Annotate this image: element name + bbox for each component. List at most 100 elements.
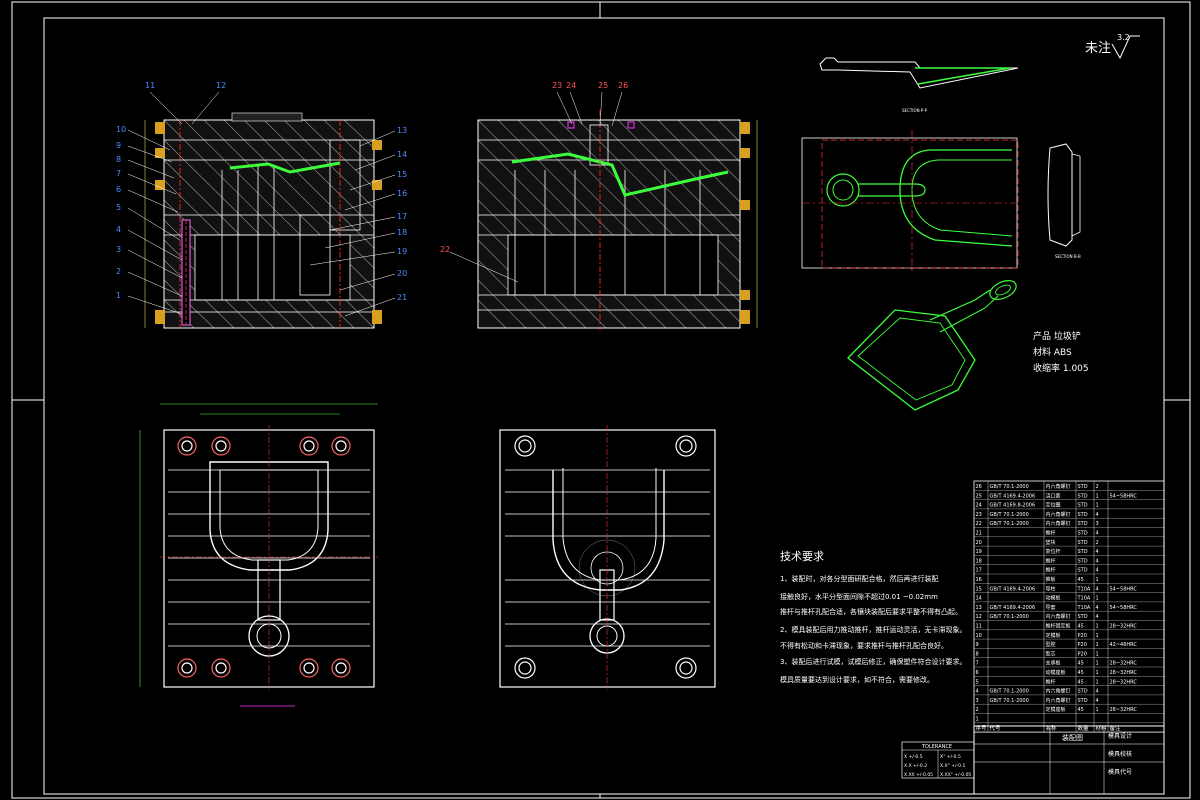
bom-cell: 45	[1078, 670, 1084, 676]
bom-cell: 1	[1096, 633, 1099, 639]
bom-cell: 8	[976, 651, 979, 657]
material: 材料 ABS	[1033, 346, 1072, 358]
bom-cell: 2	[976, 707, 979, 713]
part-end-view: SECTION B-B	[1047, 143, 1081, 259]
bom-cell: 45	[1078, 707, 1084, 713]
bom-cell: 42~46HRC	[1110, 642, 1138, 648]
bom-cell: GB/T 4169.4-2006	[990, 605, 1036, 611]
bom-cell: 18	[976, 558, 982, 564]
bom-cell: 4	[1096, 605, 1099, 611]
tech-heading: 技术要求	[780, 550, 824, 563]
callouts-left-view: 11 12 10 9 8 7 6 5 4 3 2 1 13 14 15 16 1…	[116, 81, 407, 302]
bom-cell: 动模板	[1046, 595, 1061, 602]
tol-r2-c1: X.X +/-0.2	[904, 763, 927, 769]
part-cavity-outline-2	[511, 152, 729, 197]
callouts-right-view: 23 24 25 26 22	[440, 81, 628, 254]
callout-8: 8	[116, 155, 121, 164]
bom-cell: 45	[1078, 577, 1084, 583]
callout-11: 11	[145, 81, 155, 90]
bom-cell: 19	[976, 549, 982, 555]
tech-line-6: 3、装配后进行试模，试模后修正，确保塑件符合设计要求。	[780, 657, 966, 666]
bom-cell: 1	[1096, 596, 1099, 602]
bom-cell: STD	[1078, 689, 1088, 695]
bom-cell: STD	[1078, 503, 1088, 509]
cavity-plate-plan-view	[499, 425, 716, 690]
roughness-symbol-icon	[1111, 35, 1140, 60]
section-label-b: SECTION B-B	[1055, 254, 1081, 259]
callout-9: 9	[116, 141, 121, 150]
bom-cell: P20	[1078, 633, 1087, 639]
bom-cell: P20	[1078, 642, 1087, 648]
bom-cell: GB/T 70.1-2000	[990, 512, 1029, 518]
bom-cell: 垫块	[1046, 539, 1056, 546]
bom-cell: 45	[1078, 679, 1084, 685]
bom-cell: STD	[1078, 568, 1088, 574]
bom-cell: STD	[1078, 512, 1088, 518]
bom-cell: 型腔	[1046, 641, 1056, 648]
callout-13: 13	[397, 126, 407, 135]
bom-cell: STD	[1078, 531, 1088, 537]
section-label-a: SECTION P-P	[902, 108, 928, 113]
bom-cell: 28~32HRC	[1110, 661, 1138, 667]
tolerance-header: TOLERANCE	[921, 744, 952, 750]
bom-cell: STD	[1078, 540, 1088, 546]
callout-19: 19	[397, 247, 407, 256]
bom-header-cell: 代号	[990, 724, 1002, 732]
bom-cell: 4	[1096, 549, 1099, 555]
callout-26: 26	[618, 81, 628, 90]
bom-cell: 4	[1096, 568, 1099, 574]
bom-cell: 4	[1096, 531, 1099, 537]
tech-line-1: 1、装配时，对各分型面研配合格，然后再进行装配	[780, 574, 938, 583]
bom-cell: STD	[1078, 484, 1088, 490]
bom-cell: STD	[1078, 614, 1088, 620]
bom-cell: 2	[1096, 540, 1099, 546]
callout-4: 4	[116, 225, 121, 234]
bom-cell: 54~58HRC	[1110, 605, 1138, 611]
bom-cell: 2	[1096, 484, 1099, 490]
bom-cell: P20	[1078, 651, 1087, 657]
bom-cell: 推杆固定板	[1046, 623, 1071, 630]
callout-21: 21	[397, 293, 407, 302]
bom-cell: 4	[1096, 586, 1099, 592]
bom-cell: 推杆	[1046, 557, 1056, 564]
bom-cell: 13	[976, 605, 982, 611]
bom-cell: 动模座板	[1046, 669, 1066, 676]
designer-row: 模具设计	[1108, 732, 1132, 740]
callout-22: 22	[440, 245, 450, 254]
part-top-view	[801, 130, 1019, 272]
bom-cell: 12	[976, 614, 982, 620]
side-section-view	[477, 110, 758, 330]
bom-cell: 3	[976, 698, 979, 704]
main-section-view	[144, 112, 382, 329]
bom-cell: 14	[976, 596, 982, 602]
bom-cell: 22	[976, 521, 982, 527]
bom-cell: 内六角螺钉	[1046, 688, 1071, 695]
bom-cell: 28~32HRC	[1110, 707, 1138, 713]
tol-r3-c1: X.XX +/-0.05	[904, 772, 933, 778]
bom-cell: 支承板	[1046, 660, 1061, 667]
callout-2: 2	[116, 267, 121, 276]
bom-cell: STD	[1078, 558, 1088, 564]
bom-cell: GB/T 70.1-2000	[990, 484, 1029, 490]
bom-cell: STD	[1078, 493, 1088, 499]
callout-20: 20	[397, 269, 407, 278]
bom-cell: GB/T 70.1-2000	[990, 689, 1029, 695]
bom-cell: 4	[1096, 614, 1099, 620]
bom-cell: 1	[1096, 642, 1099, 648]
bom-cell: 1	[1096, 577, 1099, 583]
bom-cell: 复位杆	[1046, 548, 1061, 555]
callout-1: 1	[116, 291, 121, 300]
bom-cell: 内六角螺钉	[1046, 520, 1071, 527]
callout-15: 15	[397, 170, 407, 179]
part-side-profile: SECTION P-P	[819, 57, 1019, 113]
bom-cell: 推杆	[1046, 678, 1056, 685]
bom-cell: GB/T 70.1-2000	[990, 521, 1029, 527]
bom-cell: 45	[1078, 661, 1084, 667]
bom-cell: STD	[1078, 549, 1088, 555]
tech-line-7: 模具质量要达到设计要求，如不符合，需要修改。	[780, 675, 934, 684]
bom-cell: GB/T 4169.8-2006	[990, 503, 1036, 509]
tech-line-2: 接触良好，水平分型面间隙不超过0.01 ~0.02mm	[780, 592, 938, 601]
callout-12: 12	[216, 81, 226, 90]
